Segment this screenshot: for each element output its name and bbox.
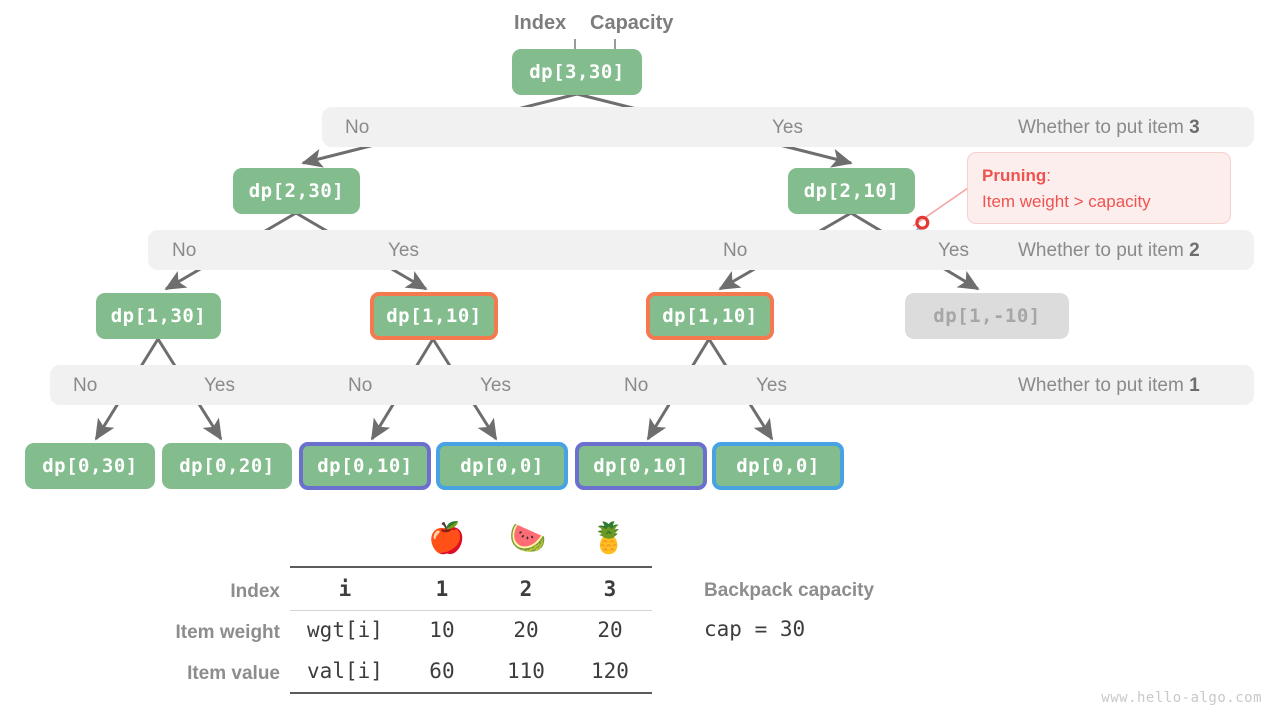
- table-cell-index-key: i: [338, 577, 352, 601]
- pruning-callout-colon: :: [1046, 166, 1051, 185]
- band-3-description-prefix: Whether to put item: [1018, 117, 1190, 138]
- annotation-index-label: Index: [514, 12, 567, 34]
- tree-leaf-dp-0-0-right[interactable]: dp[0,0]: [712, 442, 844, 490]
- tree-node-dp-2-30[interactable]: dp[2,30]: [233, 168, 360, 214]
- band-3-description-value: 3: [1189, 117, 1200, 138]
- table-cell-value-1: 60: [429, 659, 455, 683]
- watermelon-icon: 🍉: [509, 522, 547, 555]
- table-cell-value-2: 110: [506, 659, 545, 683]
- band-2-branch-yes-2: Yes: [938, 240, 969, 261]
- table-cell-index-2: 2: [519, 577, 533, 601]
- pruning-callout-title: Pruning:: [982, 163, 1216, 189]
- backpack-capacity-value: cap = 30: [704, 617, 806, 641]
- table-cell-value-3: 120: [591, 659, 629, 683]
- table-row: val[i] 60 110 120: [290, 651, 652, 692]
- tree-node-dp-1-10-left[interactable]: dp[1,10]: [370, 292, 498, 340]
- band-1-description-prefix: Whether to put item: [1018, 375, 1190, 396]
- backpack-capacity-title: Backpack capacity: [704, 580, 875, 601]
- decision-band-item-2: [148, 230, 1254, 270]
- tree-node-root[interactable]: dp[3,30]: [512, 49, 642, 95]
- tree-node-dp-1-neg10[interactable]: dp[1,-10]: [905, 293, 1069, 339]
- band-1-branch-yes-2: Yes: [480, 375, 511, 396]
- decision-band-item-3: [322, 107, 1254, 147]
- table-cell-index-3: 3: [603, 577, 617, 601]
- apple-icon: 🍎: [428, 522, 466, 555]
- table-cell-value-key: val[i]: [307, 659, 383, 683]
- table-cell-weight-3: 20: [597, 618, 623, 642]
- band-2-description-prefix: Whether to put item: [1018, 240, 1190, 261]
- tree-leaf-dp-0-10-left[interactable]: dp[0,10]: [299, 442, 431, 490]
- pruning-callout: Pruning: Item weight > capacity: [967, 152, 1231, 224]
- band-2-branch-no-2: No: [723, 240, 748, 261]
- spec-table: i 1 2 3 wgt[i] 10 20 20 val[i] 60 110 12…: [290, 569, 652, 692]
- tree-leaf-dp-0-0-left[interactable]: dp[0,0]: [436, 442, 568, 490]
- table-cell-index-1: 1: [435, 577, 449, 601]
- band-1-branch-yes-1: Yes: [204, 375, 235, 396]
- table-row-label-item-value: Item value: [187, 663, 280, 684]
- band-1-description-value: 1: [1189, 375, 1200, 396]
- decision-band-item-1: [50, 365, 1254, 405]
- band-1-description: Whether to put item 1: [1018, 376, 1200, 395]
- band-1-branch-no-1: No: [73, 375, 98, 396]
- tree-node-dp-1-10-right[interactable]: dp[1,10]: [646, 292, 774, 340]
- band-2-description: Whether to put item 2: [1018, 241, 1200, 260]
- spec-table-grid: i 1 2 3 wgt[i] 10 20 20 val[i] 60 110 12…: [290, 569, 652, 692]
- table-row: i 1 2 3: [290, 569, 652, 610]
- table-row-label-index: Index: [230, 581, 280, 602]
- table-rule-mid: [290, 610, 652, 611]
- callout-leader-line: [912, 187, 969, 227]
- tree-node-dp-2-10[interactable]: dp[2,10]: [788, 168, 915, 214]
- tree-node-dp-1-30[interactable]: dp[1,30]: [96, 293, 221, 339]
- band-1-branch-yes-3: Yes: [756, 375, 787, 396]
- tree-leaf-dp-0-20[interactable]: dp[0,20]: [162, 443, 292, 489]
- table-cell-weight-key: wgt[i]: [307, 618, 383, 642]
- tree-leaf-dp-0-10-right[interactable]: dp[0,10]: [575, 442, 707, 490]
- tree-leaf-dp-0-30[interactable]: dp[0,30]: [25, 443, 155, 489]
- table-rule-bottom: [290, 692, 652, 694]
- table-row-label-item-weight: Item weight: [175, 622, 280, 643]
- band-2-branch-no-1: No: [172, 240, 197, 261]
- band-3-branch-no: No: [345, 117, 370, 138]
- watermark: www.hello-algo.com: [1101, 690, 1262, 706]
- annotation-capacity-label: Capacity: [590, 12, 674, 34]
- table-row: wgt[i] 10 20 20: [290, 610, 652, 651]
- table-cell-weight-2: 20: [513, 618, 539, 642]
- band-1-branch-no-3: No: [624, 375, 649, 396]
- band-3-branch-yes: Yes: [772, 117, 803, 138]
- band-3-description: Whether to put item 3: [1018, 118, 1200, 137]
- pineapple-icon: 🍍: [590, 522, 628, 555]
- table-rule-top: [290, 566, 652, 568]
- band-2-description-value: 2: [1189, 240, 1200, 261]
- band-1-branch-no-2: No: [348, 375, 373, 396]
- pruning-callout-title-text: Pruning: [982, 166, 1047, 185]
- table-cell-weight-1: 10: [429, 618, 455, 642]
- band-2-branch-yes-1: Yes: [388, 240, 419, 261]
- pruning-callout-body: Item weight > capacity: [982, 192, 1151, 212]
